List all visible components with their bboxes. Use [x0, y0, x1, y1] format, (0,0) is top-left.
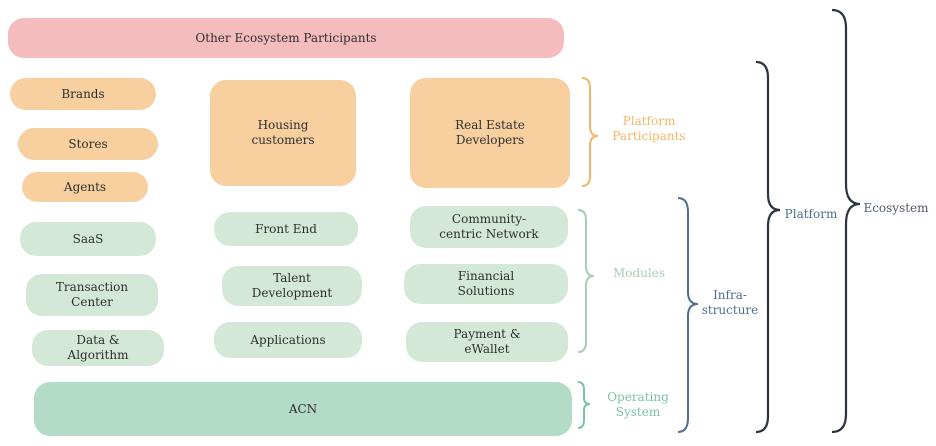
operating-system-brace [577, 381, 591, 429]
platform-brace [755, 60, 781, 434]
brands-box: Brands [10, 78, 156, 110]
operating-system-label: Operating System [607, 390, 669, 419]
stores-box: Stores [18, 128, 158, 160]
infrastructure-label: Infra- structure [701, 288, 759, 317]
acn-box: ACN [34, 382, 572, 436]
infrastructure-brace [677, 197, 699, 433]
front-end-box: Front End [214, 212, 358, 246]
modules-brace [577, 209, 595, 353]
housing-customers-box: Housing customers [210, 80, 356, 186]
real-estate-developers-box: Real Estate Developers [410, 78, 570, 188]
community-network-box: Community- centric Network [410, 206, 568, 248]
applications-box: Applications [214, 322, 362, 358]
ecosystem-label: Ecosystem [863, 201, 929, 215]
data-algorithm-box: Data & Algorithm [32, 330, 164, 366]
platform-participants-label: Platform Participants [612, 114, 686, 143]
agents-box: Agents [22, 172, 148, 202]
platform-participants-brace [581, 77, 599, 187]
payment-ewallet-box: Payment & eWallet [406, 322, 568, 362]
ecosystem-brace [831, 8, 861, 434]
other-ecosystem-participants-box: Other Ecosystem Participants [8, 18, 564, 58]
talent-development-box: Talent Development [222, 266, 362, 306]
financial-solutions-box: Financial Solutions [404, 264, 568, 304]
platform-label: Platform [784, 207, 838, 221]
saas-box: SaaS [20, 222, 156, 256]
modules-label: Modules [612, 266, 666, 280]
transaction-center-box: Transaction Center [26, 274, 158, 316]
